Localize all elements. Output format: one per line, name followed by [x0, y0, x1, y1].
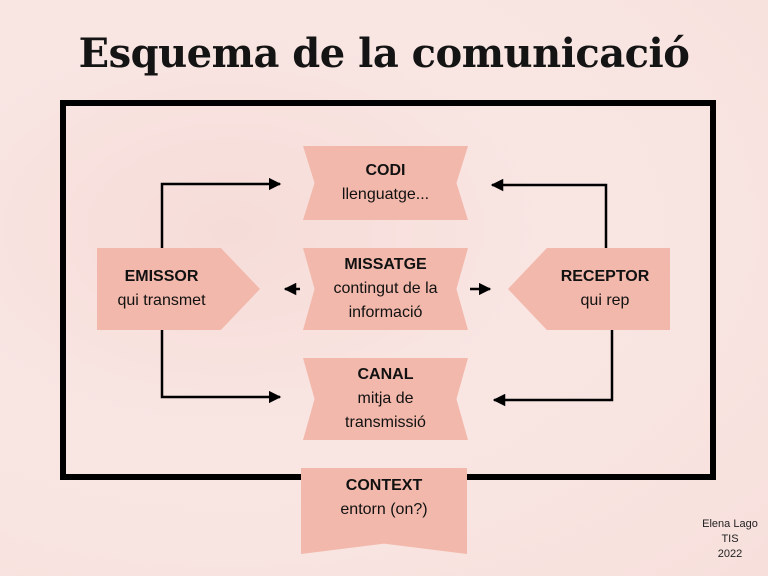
context-label: CONTEXT — [345, 477, 423, 494]
receptor-label: RECEPTOR — [560, 268, 650, 285]
canal-description: mitja de transmissió — [345, 390, 426, 431]
receptor-description: qui rep — [580, 292, 630, 309]
receptor-to-canal-arrow — [492, 330, 614, 407]
codi-label: CODI — [365, 162, 406, 179]
missatge-label: MISSATGE — [344, 256, 427, 273]
diagram-title: Esquema de la comunicació — [78, 30, 690, 77]
author-group: TIS — [721, 533, 739, 545]
author-year: 2022 — [717, 548, 743, 560]
missatge-node: MISSATGE contingut de la informació — [303, 248, 468, 330]
emissor-to-codi-arrow — [160, 177, 282, 248]
context-node: CONTEXT entorn (on?) — [301, 468, 467, 554]
emissor-label: EMISSOR — [124, 268, 199, 285]
receptor-to-codi-arrow — [490, 178, 608, 248]
codi-description: llenguatge... — [341, 186, 430, 203]
emissor-node: EMISSOR qui transmet — [97, 248, 260, 330]
canal-label: CANAL — [357, 366, 414, 383]
author-name: Elena Lago — [702, 518, 758, 530]
codi-node: CODI llenguatge... — [303, 146, 468, 220]
canal-node: CANAL mitja de transmissió — [303, 358, 468, 440]
receptor-node: RECEPTOR qui rep — [508, 248, 670, 330]
author-signature: Elena Lago TIS 2022 — [690, 517, 768, 562]
context-description: entorn (on?) — [340, 501, 428, 518]
missatge-description: contingut de la informació — [333, 280, 438, 321]
emissor-to-canal-arrow — [160, 330, 282, 404]
emissor-description: qui transmet — [117, 292, 206, 309]
